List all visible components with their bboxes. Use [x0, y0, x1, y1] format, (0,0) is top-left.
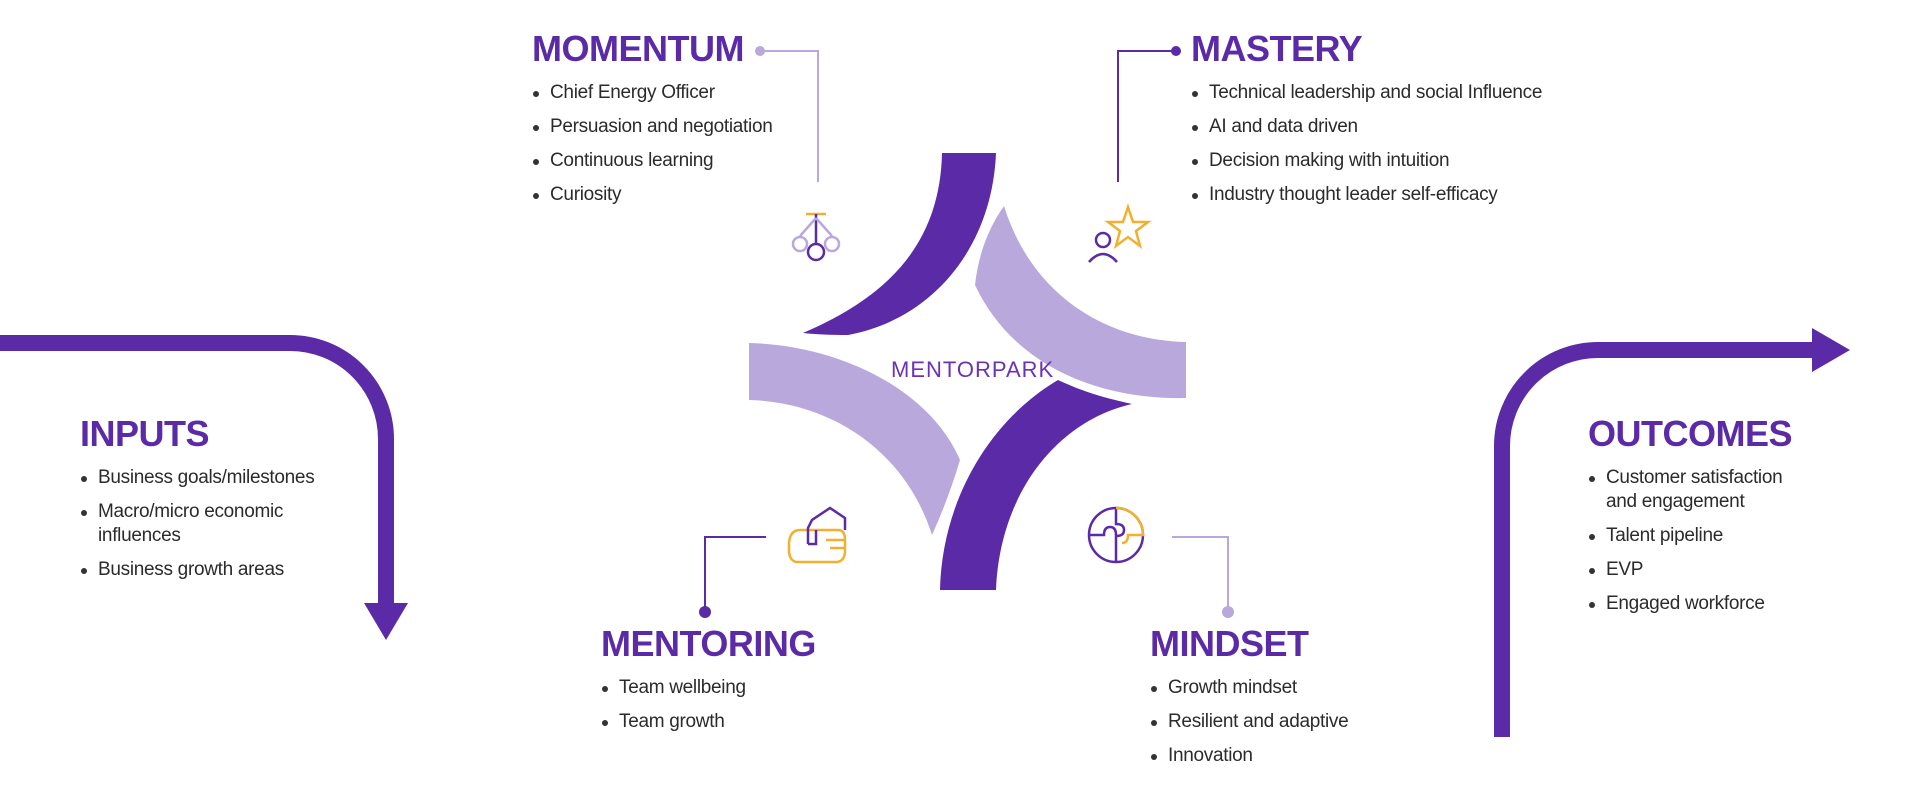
- list-item: Macro/micro economic influences: [80, 500, 350, 548]
- list-item: Team wellbeing: [601, 676, 816, 700]
- list-item: Team growth: [601, 710, 816, 734]
- mastery-connector: [1117, 50, 1176, 182]
- mentorpark-star-shape: [749, 153, 1186, 590]
- list-item: Talent pipeline: [1588, 524, 1818, 548]
- mindset-title: MINDSET: [1150, 623, 1309, 664]
- puzzle-icon: [1087, 506, 1145, 564]
- list-item: Resilient and adaptive: [1150, 710, 1349, 734]
- outcomes-section: OUTCOMES Customer satisfaction and engag…: [1588, 414, 1818, 626]
- star-top-right-petal: [975, 206, 1186, 399]
- mentoring-connector: [704, 536, 766, 612]
- momentum-connector: [760, 50, 819, 182]
- list-item: AI and data driven: [1191, 115, 1542, 139]
- list-item: Customer satisfaction and engagement: [1588, 466, 1818, 514]
- mastery-title: MASTERY: [1191, 28, 1363, 69]
- list-item: Chief Energy Officer: [532, 81, 772, 105]
- list-item: Decision making with intuition: [1191, 149, 1542, 173]
- person-star-icon: [1088, 203, 1152, 263]
- list-item: Continuous learning: [532, 149, 772, 173]
- list-item: Business growth areas: [80, 558, 350, 582]
- list-item: EVP: [1588, 558, 1818, 582]
- list-item: Industry thought leader self-efficacy: [1191, 183, 1542, 207]
- star-bottom-right-petal: [940, 380, 1132, 590]
- list-item: Innovation: [1150, 744, 1348, 768]
- mastery-section: MASTERY Technical leadership and social …: [1191, 29, 1542, 217]
- mentoring-title: MENTORING: [601, 623, 816, 664]
- outcomes-title: OUTCOMES: [1588, 413, 1793, 454]
- list-item: Persuasion and negotiation: [532, 115, 773, 139]
- list-item: Engaged workforce: [1588, 592, 1818, 616]
- list-item: Business goals/milestones: [80, 466, 350, 490]
- list-item: Growth mindset: [1150, 676, 1348, 700]
- momentum-title: MOMENTUM: [532, 28, 744, 69]
- list-item: Curiosity: [532, 183, 772, 207]
- star-bottom-left-petal: [749, 343, 960, 535]
- mastery-list: Technical leadership and social Influenc…: [1191, 81, 1542, 207]
- star-top-left-petal: [803, 153, 996, 335]
- handshake-icon: [787, 506, 847, 564]
- network-hierarchy-icon: [791, 212, 841, 262]
- inputs-title: INPUTS: [80, 413, 210, 454]
- outcomes-arrow: [1494, 328, 1850, 737]
- connector-lines: [699, 46, 1234, 618]
- mindset-connector: [1172, 536, 1229, 612]
- mentorpark-logo: MENTORPARK: [891, 357, 1055, 382]
- list-item: Technical leadership and social Influenc…: [1191, 81, 1542, 105]
- inputs-arrow: [0, 335, 408, 640]
